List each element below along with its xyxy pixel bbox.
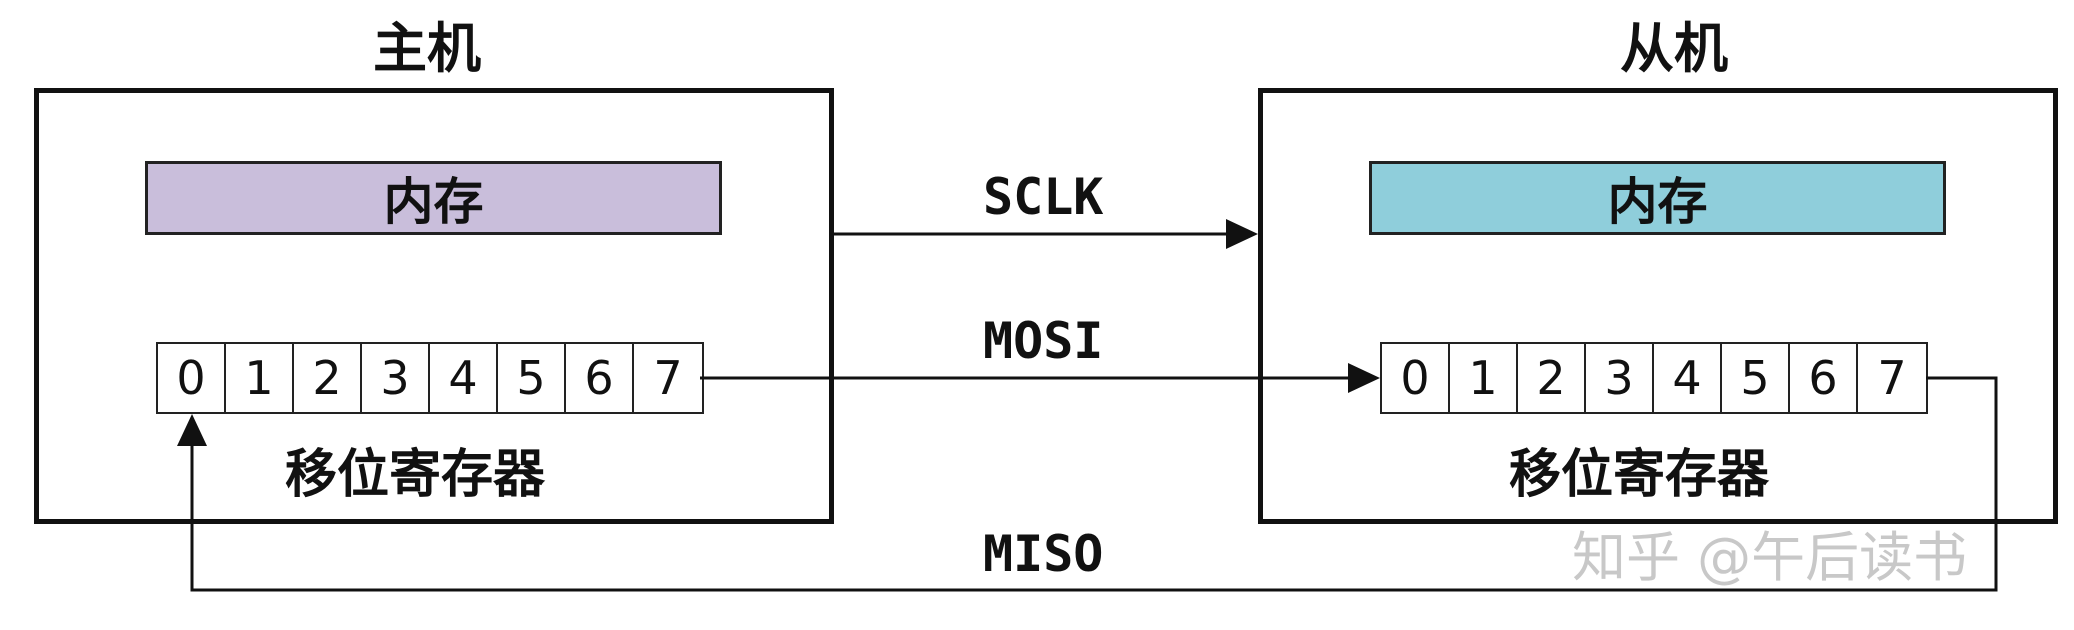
master-memory: 内存 <box>145 161 722 235</box>
slave-box <box>1258 88 2058 524</box>
watermark: 知乎 @午后读书 <box>1572 526 1968 589</box>
sclk-label: SCLK <box>983 168 1104 226</box>
register-cell: 3 <box>1586 344 1654 412</box>
mosi-arrowhead <box>1348 363 1380 393</box>
register-cell: 3 <box>362 344 430 412</box>
slave-memory: 内存 <box>1369 161 1946 235</box>
register-cell: 6 <box>566 344 634 412</box>
slave-title: 从机 <box>1620 17 1728 80</box>
register-cell: 0 <box>158 344 226 412</box>
register-cell: 2 <box>294 344 362 412</box>
register-cell: 5 <box>1722 344 1790 412</box>
register-cell: 2 <box>1518 344 1586 412</box>
register-cell: 4 <box>1654 344 1722 412</box>
sclk-arrowhead <box>1226 219 1258 249</box>
master-shift-register: 0 1 2 3 4 5 6 7 <box>156 342 704 414</box>
register-cell: 6 <box>1790 344 1858 412</box>
slave-register-label: 移位寄存器 <box>1509 445 1770 505</box>
register-cell: 5 <box>498 344 566 412</box>
miso-line <box>190 376 1998 592</box>
register-cell: 4 <box>430 344 498 412</box>
master-box <box>34 88 834 524</box>
master-register-label: 移位寄存器 <box>285 445 546 505</box>
slave-shift-register: 0 1 2 3 4 5 6 7 <box>1380 342 1928 414</box>
master-title: 主机 <box>373 17 481 80</box>
miso-arrowhead <box>177 414 207 446</box>
register-cell: 0 <box>1382 344 1450 412</box>
register-cell: 1 <box>226 344 294 412</box>
miso-label: MISO <box>983 525 1104 583</box>
register-cell: 1 <box>1450 344 1518 412</box>
mosi-label: MOSI <box>983 312 1104 370</box>
register-cell: 7 <box>653 351 683 405</box>
register-cell: 7 <box>1877 351 1907 405</box>
